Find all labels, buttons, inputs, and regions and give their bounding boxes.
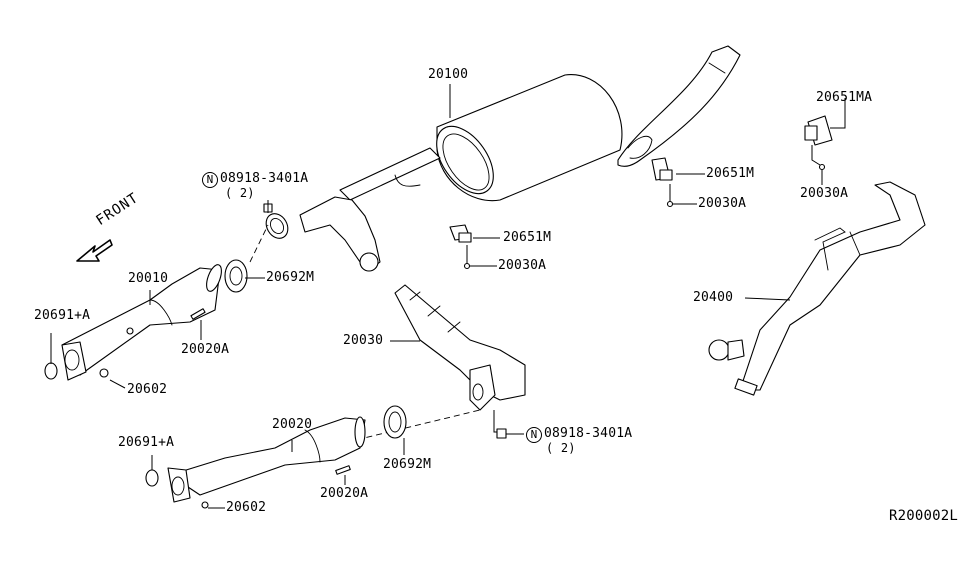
diagram-code: R200002L: [889, 508, 959, 524]
callout-part-number: 08918-3401A: [220, 171, 309, 186]
part-label-mount-rubber-2[interactable]: 20651M: [706, 166, 755, 181]
hanger-drawing: [449, 115, 833, 270]
part-label-nut-2[interactable]: 20602: [226, 500, 267, 515]
part-label-front-tube-lower[interactable]: 20020: [272, 417, 313, 432]
part-label-center-tube[interactable]: 20030: [343, 333, 384, 348]
front-arrow-icon: [76, 239, 113, 262]
front-tube-upper-drawing: [44, 259, 248, 381]
callout-qty: ( 2): [225, 186, 255, 200]
part-label-front-tube-upper[interactable]: 20010: [128, 271, 169, 286]
tail-pipe-drawing: [708, 181, 926, 396]
part-label-tail-pipe[interactable]: 20400: [693, 290, 734, 305]
center-tube-drawing: [394, 284, 526, 439]
part-label-mount-rubber-1[interactable]: 20651M: [503, 230, 552, 245]
part-label-bolt-1[interactable]: 20030A: [498, 258, 547, 273]
part-label-stud-2[interactable]: 20020A: [320, 486, 369, 501]
part-label-gasket-1[interactable]: 20692M: [266, 270, 315, 285]
callout-part-number: 08918-3401A: [544, 426, 633, 441]
part-label-stud-1[interactable]: 20020A: [181, 342, 230, 357]
intermediate-pipe-drawing: [339, 147, 441, 201]
callout-qty: ( 2): [546, 441, 576, 455]
part-label-mount-rubber-3[interactable]: 20651MA: [816, 90, 873, 105]
part-label-bolt-3[interactable]: 20030A: [800, 186, 849, 201]
part-label-muffler[interactable]: 20100: [428, 67, 469, 82]
muffler-drawing: [436, 45, 741, 202]
part-label-bolt-2[interactable]: 20030A: [698, 196, 747, 211]
part-label-seal-ring-1[interactable]: 20691+A: [34, 308, 91, 323]
n-symbol-icon: N: [202, 172, 218, 188]
part-label-seal-ring-2[interactable]: 20691+A: [118, 435, 175, 450]
front-tube-lower-drawing: [145, 405, 407, 509]
n-symbol-icon: N: [526, 427, 542, 443]
part-label-nut-1[interactable]: 20602: [127, 382, 168, 397]
part-label-gasket-2[interactable]: 20692M: [383, 457, 432, 472]
